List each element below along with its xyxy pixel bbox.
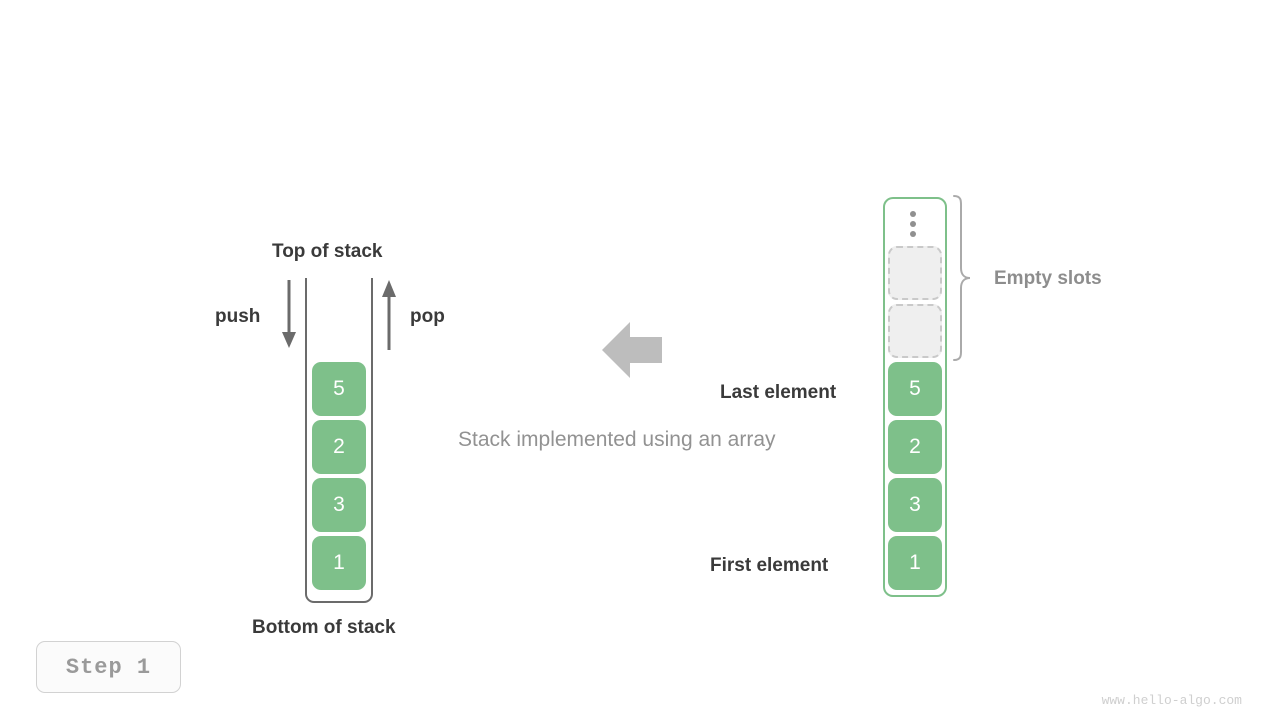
push-label: push (215, 306, 261, 327)
first-element-label: First element (710, 555, 829, 576)
stack-cell: 1 (312, 536, 366, 590)
stack-cell: 2 (312, 420, 366, 474)
empty-slots-brace-icon (953, 195, 971, 361)
array-empty-slot (888, 246, 942, 300)
pop-arrow-icon (382, 280, 396, 350)
array-cell: 2 (888, 420, 942, 474)
stack-cell: 5 (312, 362, 366, 416)
array-empty-slot (888, 304, 942, 358)
array-cell: 1 (888, 536, 942, 590)
array-cell: 5 (888, 362, 942, 416)
stack-cell: 3 (312, 478, 366, 532)
last-element-label: Last element (720, 382, 837, 403)
watermark: www.hello-algo.com (1101, 693, 1242, 708)
step-badge: Step 1 (36, 641, 181, 693)
bottom-of-stack-label: Bottom of stack (252, 617, 396, 638)
pop-label: pop (410, 306, 445, 327)
array-item-list: 5 2 3 1 (888, 362, 942, 594)
diagram-caption: Stack implemented using an array (458, 428, 776, 451)
array-cell: 3 (888, 478, 942, 532)
push-arrow-icon (282, 280, 296, 348)
array-empty-slot-list (888, 246, 942, 362)
left-flow-arrow-icon (602, 322, 662, 378)
top-of-stack-label: Top of stack (272, 241, 383, 262)
stack-item-list: 5 2 3 1 (312, 362, 366, 594)
stack-container (305, 278, 373, 603)
vertical-ellipsis-icon (910, 211, 918, 241)
empty-slots-label: Empty slots (994, 268, 1102, 289)
